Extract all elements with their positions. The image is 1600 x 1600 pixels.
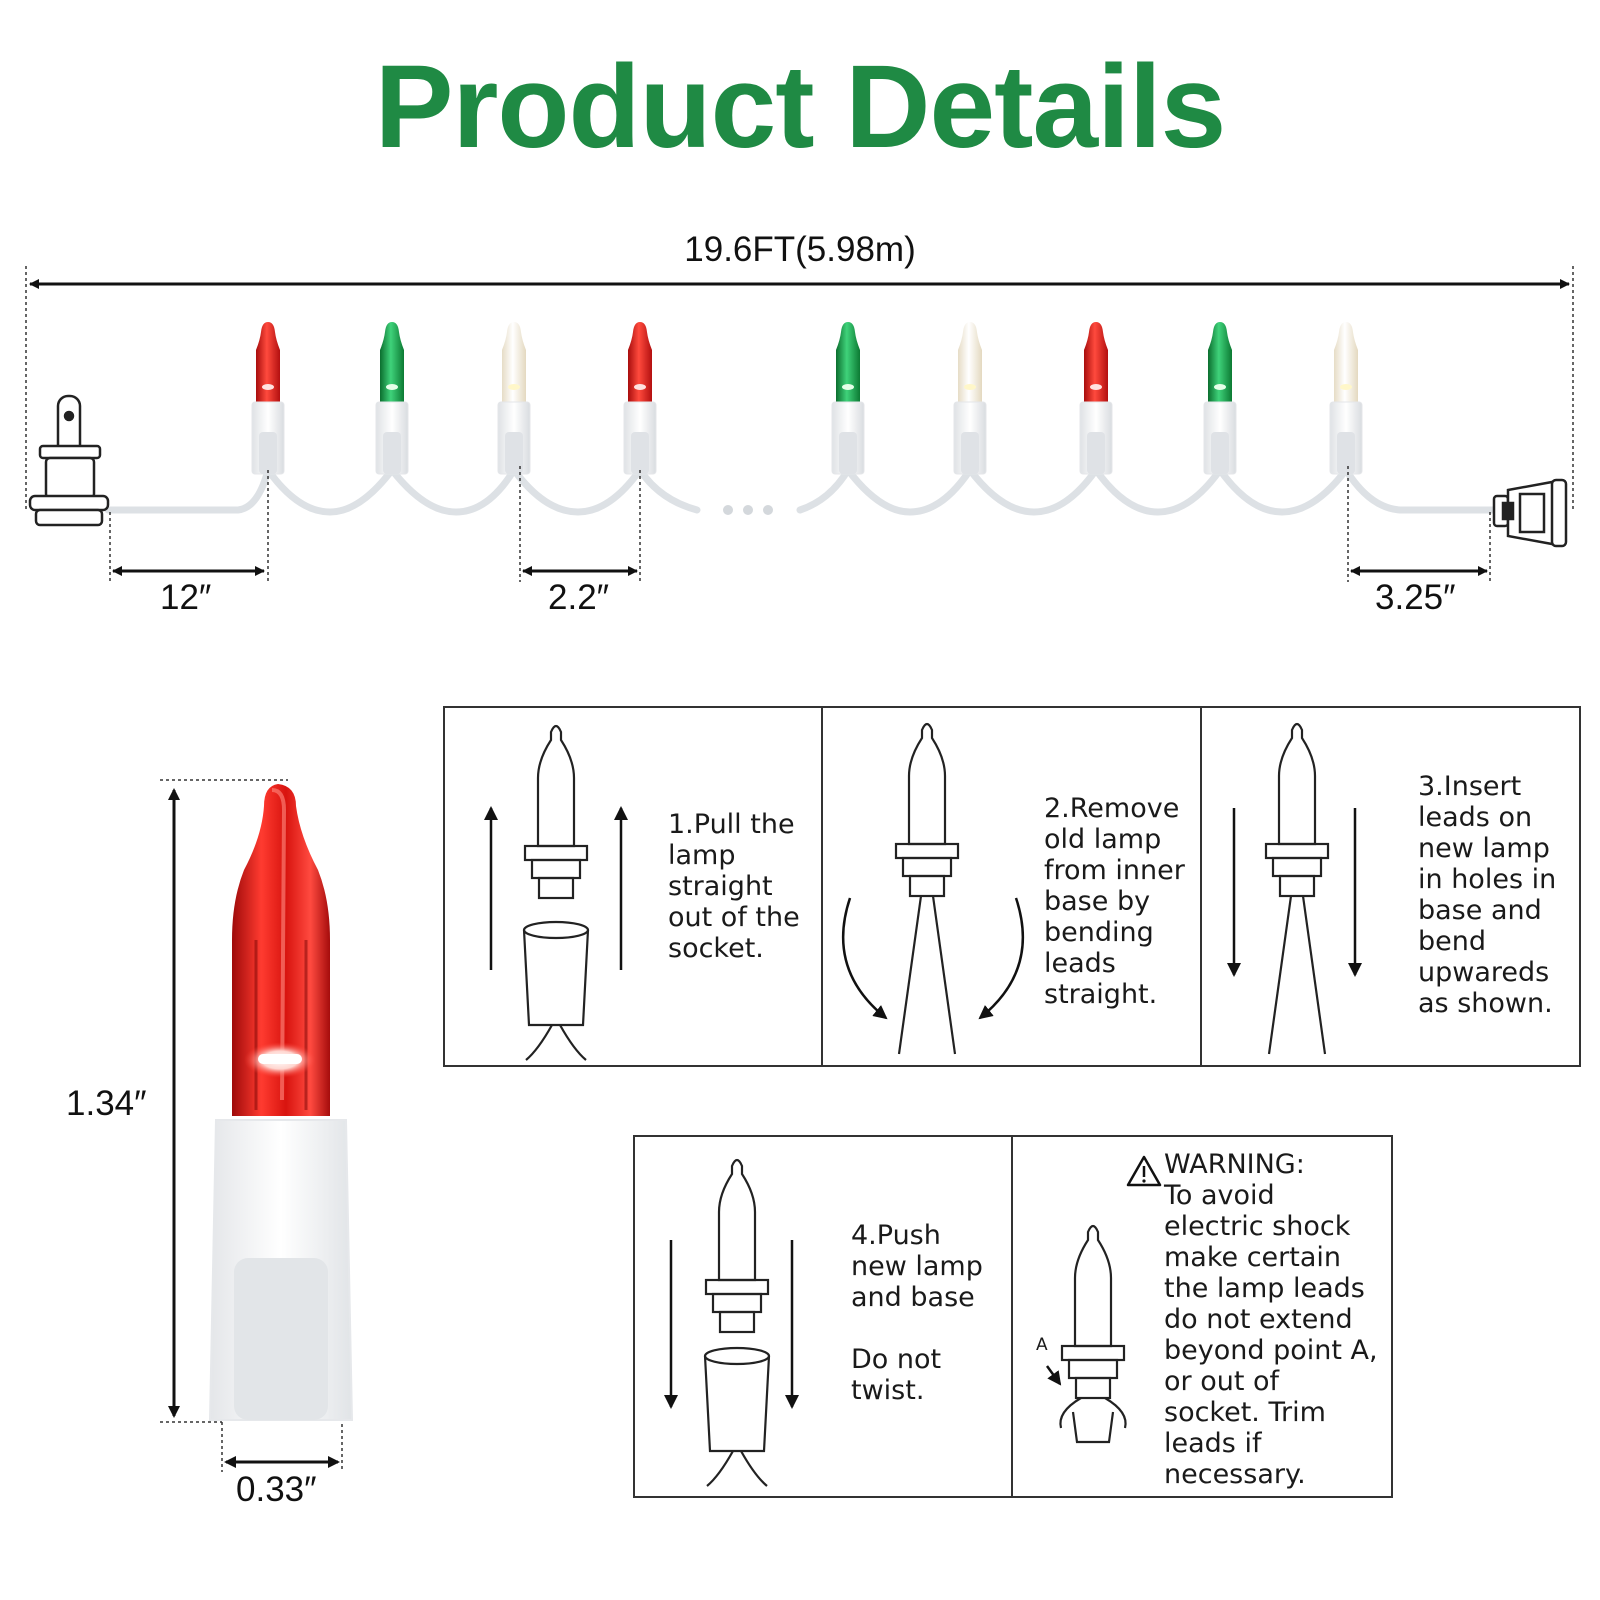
tail-length-label: 3.25″ (1375, 578, 1456, 617)
lamp-icon (894, 722, 960, 1055)
total-length-dimension (25, 266, 1574, 510)
total-length-label: 19.6FT(5.98m) (684, 230, 916, 269)
bulb-clear (1329, 322, 1363, 475)
step-3-text: 3.Insert leads on new lamp in holes in b… (1418, 771, 1557, 1019)
lead-length-dimension (109, 470, 269, 582)
bulb-spacing-dimension (519, 466, 641, 582)
continuation-dots (723, 505, 773, 515)
plug-icon (28, 394, 110, 527)
push-arrow-icon (664, 1240, 799, 1409)
page-title: Product Details (374, 41, 1227, 173)
down-arrow-icon (1227, 808, 1362, 977)
end-connector-icon (1492, 478, 1568, 548)
bulb-clear (497, 322, 531, 475)
bulb-green (375, 322, 409, 475)
warning-title: WARNING: (1164, 1149, 1305, 1180)
bulb-width-label: 0.33″ (236, 1470, 317, 1509)
step-4-text: 4.Push new lamp and base Do not twist. (851, 1220, 983, 1406)
step-3-panel (1200, 706, 1581, 1067)
warning-text: To avoid electric shock make certain the… (1164, 1180, 1378, 1490)
step-1-panel (443, 706, 823, 1067)
bulb-spacing-label: 2.2″ (548, 578, 610, 617)
bulb-height-label: 1.34″ (66, 1084, 147, 1123)
lamp-line-icons (522, 722, 1330, 1487)
light-wire (104, 466, 1498, 516)
lamp-icon (522, 724, 590, 1061)
bulb-detail-illustration (160, 779, 354, 1472)
lead-length-label: 12″ (160, 578, 212, 617)
tail-length-dimension (1347, 466, 1491, 582)
bulb-green (831, 322, 865, 475)
bulb-green (1203, 322, 1237, 475)
step-2-text: 2.Remove old lamp from inner base by ben… (1044, 793, 1185, 1010)
point-a-label: A (1036, 1335, 1048, 1355)
bend-arrow-icon (842, 897, 1024, 1020)
lamp-icon (1264, 722, 1330, 1055)
step-1-text: 1.Pull the lamp straight out of the sock… (668, 809, 800, 964)
light-string-diagram (25, 266, 1574, 582)
bulb-red (623, 322, 657, 475)
bulb-clear (953, 322, 987, 475)
point-a-arrow (1045, 1365, 1062, 1386)
bulb-row (251, 322, 1363, 475)
up-arrow-icon (484, 806, 628, 970)
lamp-icon (703, 1158, 771, 1487)
bulb-red (1079, 322, 1113, 475)
lamp-icon (1059, 1224, 1127, 1444)
warning-triangle-icon (1126, 1155, 1162, 1187)
bulb-red (251, 322, 285, 475)
step-4-panel (633, 1135, 1013, 1498)
